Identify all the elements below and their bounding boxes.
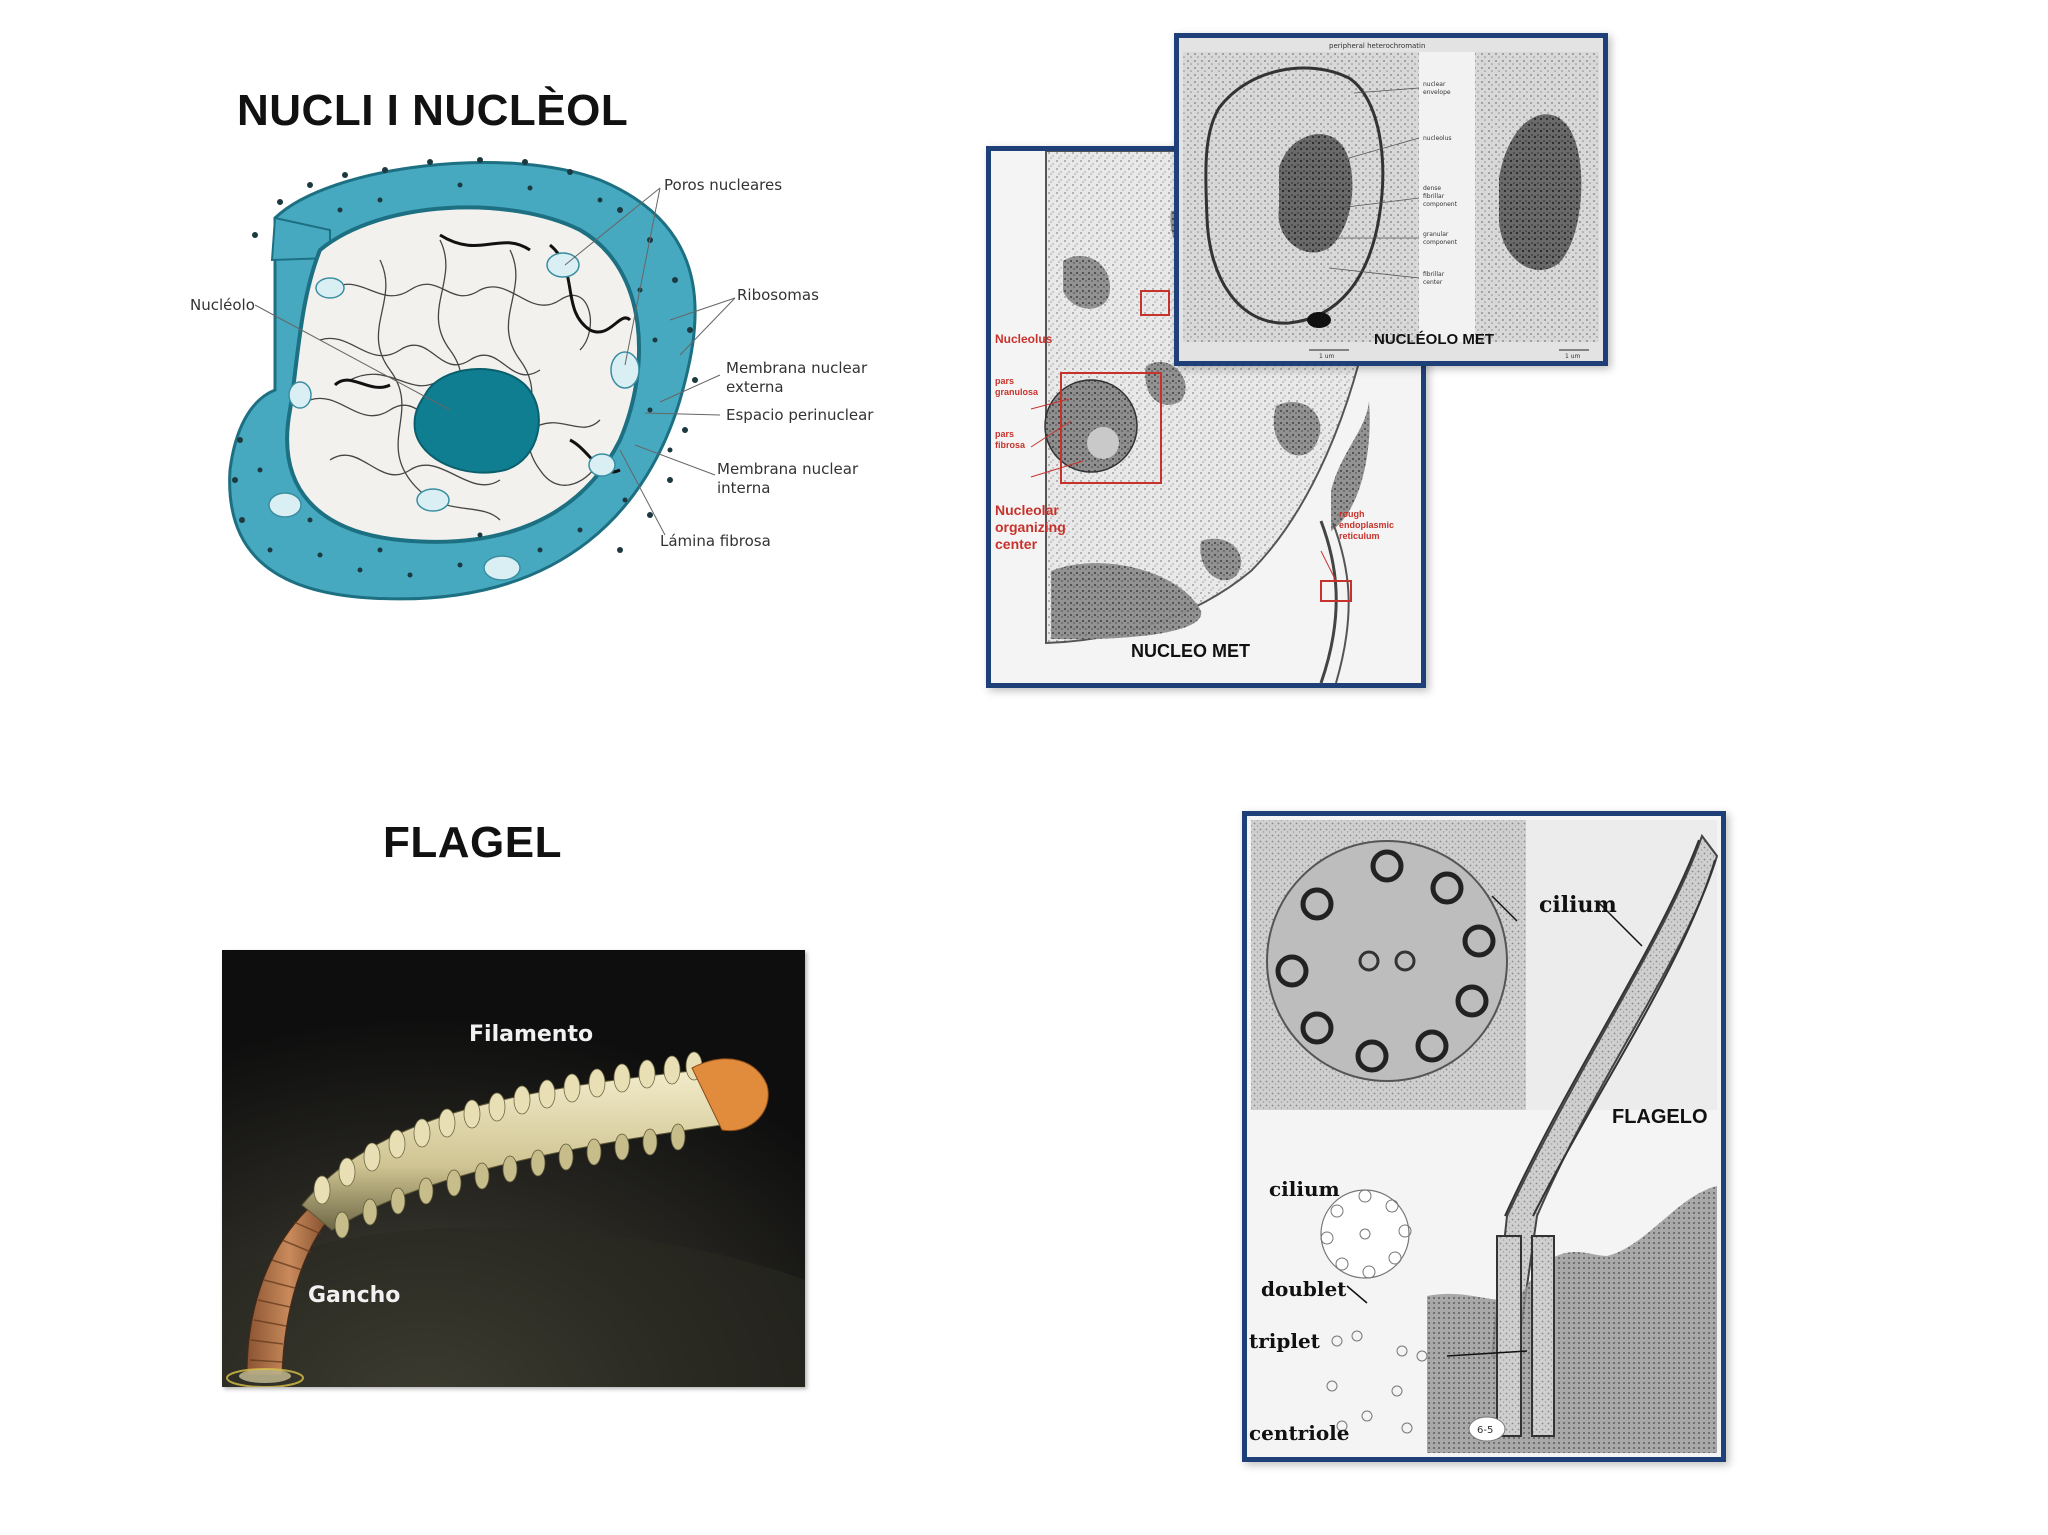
label-centriole: centriole xyxy=(1249,1421,1349,1445)
label-noc-3: center xyxy=(995,536,1038,552)
label-cilium-left: cilium xyxy=(1269,1177,1340,1201)
caption-nucleo-met: NUCLEO MET xyxy=(1131,641,1250,661)
label-membrana-externa-2: externa xyxy=(726,378,784,396)
label-cilium-top: cilium xyxy=(1539,892,1617,918)
label-rer-1: rough xyxy=(1339,509,1365,519)
label-membrana-interna-2: interna xyxy=(717,479,770,497)
label-pars-granulosa-2: granulosa xyxy=(995,387,1039,397)
flagellum-model: Filamento Gancho xyxy=(222,950,805,1387)
label-membrana-externa-1: Membrana nuclear xyxy=(726,359,868,377)
label-dfc-3: component xyxy=(1423,201,1458,208)
scale-bar-1: 1 um xyxy=(1319,353,1335,360)
nucleus-diagram: Nucléolo Poros nucleares Ribosomas Membr… xyxy=(180,140,900,610)
label-rer-2: endoplasmic xyxy=(1339,520,1394,530)
nucleolus-shape xyxy=(413,368,540,474)
label-dfc-1: dense xyxy=(1423,185,1441,192)
label-noc-2: organizing xyxy=(995,519,1066,535)
label-ribosomas: Ribosomas xyxy=(737,286,819,304)
micrograph-cilium-flagelo: cilium FLAGELO cilium doublet triplet ce… xyxy=(1242,811,1726,1462)
micrograph-nucleolo-met: peripheral heterochromatin nuclear envel… xyxy=(1174,33,1608,366)
label-nucleolus-red: Nucleolus xyxy=(995,332,1053,346)
label-pars-granulosa-1: pars xyxy=(995,376,1014,386)
label-nuclear-envelope-1: nuclear xyxy=(1423,81,1446,88)
label-figure-number: 6-5 xyxy=(1477,1425,1493,1436)
title-flagel: FLAGEL xyxy=(383,818,562,867)
label-gc-1: granular xyxy=(1423,231,1449,238)
label-poros-nucleares: Poros nucleares xyxy=(664,176,782,194)
label-noc-1: Nucleolar xyxy=(995,502,1059,518)
label-rer-3: reticulum xyxy=(1339,531,1380,541)
label-espacio-perinuclear: Espacio perinuclear xyxy=(726,406,874,424)
label-membrana-interna-1: Membrana nuclear xyxy=(717,460,859,478)
label-nucleolus-small: nucleolus xyxy=(1423,135,1452,142)
label-pars-fibrosa-1: pars xyxy=(995,429,1014,439)
label-triplet: triplet xyxy=(1249,1329,1321,1353)
caption-nucleolo-met: NUCLÉOLO MET xyxy=(1374,331,1494,348)
label-lamina-fibrosa: Lámina fibrosa xyxy=(660,532,771,550)
label-fc-1: fibrillar xyxy=(1423,271,1445,278)
label-nucleolo: Nucléolo xyxy=(190,296,255,314)
label-dfc-2: fibrillar xyxy=(1423,193,1445,200)
label-filamento: Filamento xyxy=(469,1022,593,1047)
label-nuclear-envelope-2: envelope xyxy=(1423,89,1451,96)
label-pars-fibrosa-2: fibrosa xyxy=(995,440,1026,450)
label-doublet: doublet xyxy=(1261,1277,1347,1301)
label-peripheral-heterochromatin: peripheral heterochromatin xyxy=(1329,42,1425,50)
label-flagelo: FLAGELO xyxy=(1612,1106,1708,1128)
label-gc-2: component xyxy=(1423,239,1458,246)
label-gancho: Gancho xyxy=(308,1283,400,1308)
scale-bar-2: 1 um xyxy=(1565,353,1581,360)
label-fc-2: center xyxy=(1423,279,1443,286)
title-nucli-i-nucleol: NUCLI I NUCLÈOL xyxy=(237,86,629,135)
